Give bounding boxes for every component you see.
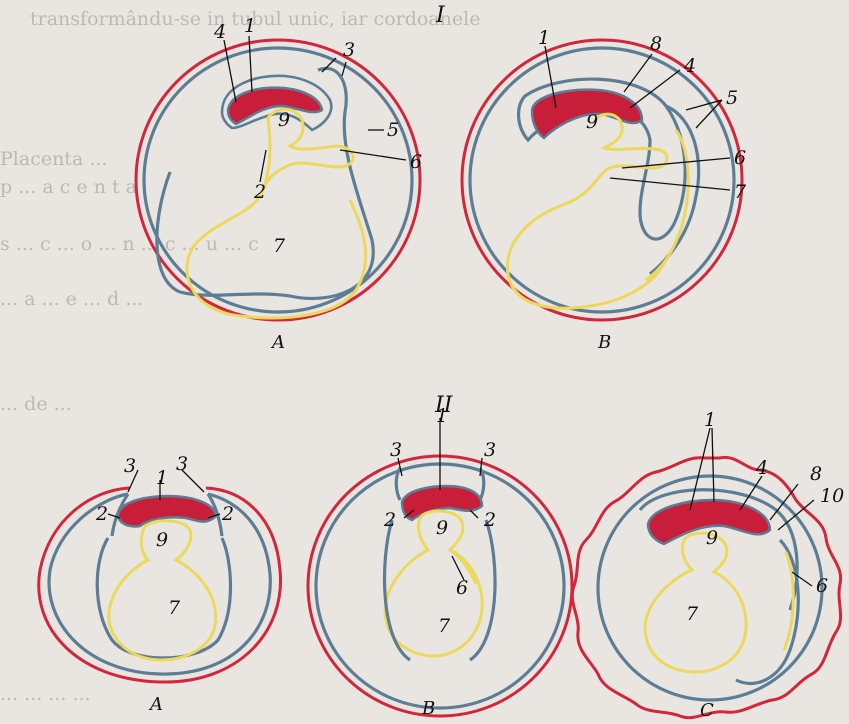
embryo-disc (228, 88, 322, 124)
label-9: 9 (156, 529, 168, 551)
label-9: 9 (436, 517, 448, 539)
allantois (784, 552, 793, 650)
label-7: 7 (438, 615, 451, 637)
label-6: 6 (816, 575, 828, 597)
label-8: 8 (650, 33, 662, 55)
label-6: 6 (734, 147, 746, 169)
bg-line-2: Placenta ... (0, 148, 107, 170)
label-2: 2 (95, 503, 108, 525)
bg-line-6: ... de ... (0, 393, 72, 415)
label-4: 4 (755, 457, 768, 479)
caption-top-b: B (597, 332, 611, 353)
label-9: 9 (706, 527, 718, 549)
label-1: 1 (704, 409, 716, 431)
figure-top-a (136, 40, 420, 320)
embryo-disc (402, 486, 482, 520)
label-9: 9 (586, 111, 598, 133)
caption-bottom-c: C (700, 700, 714, 721)
yolk-sac-outline (187, 109, 366, 318)
label-2: 2 (383, 509, 396, 531)
label-1: 1 (436, 405, 448, 427)
bg-line-7: ... ... ... ... (0, 683, 91, 705)
label-2: 2 (483, 509, 496, 531)
label-6: 6 (410, 151, 422, 173)
label-1: 1 (244, 15, 256, 37)
section-label-i: I (435, 3, 446, 28)
label-3: 3 (390, 439, 402, 461)
label-4: 4 (683, 55, 696, 77)
yolk-sac-outline (507, 114, 668, 308)
label-3: 3 (484, 439, 496, 461)
figure-bottom-c (572, 457, 840, 717)
label-9: 9 (278, 109, 290, 131)
label-1: 1 (538, 27, 550, 49)
bg-line-4: s ... c ... o ... n ... c ... u ... c (0, 233, 259, 255)
inner-boundary (385, 520, 496, 660)
label-3: 3 (124, 455, 136, 477)
label-5: 5 (726, 87, 738, 109)
figure-bottom-b (308, 456, 572, 716)
bg-line-3: p ... a c e n t a (0, 176, 137, 198)
label-10: 10 (820, 485, 844, 507)
chorion-villi (572, 457, 840, 717)
bg-line-5: ... a ... e ... d ... (0, 288, 143, 310)
figure-top-b (462, 40, 742, 320)
label-4: 4 (213, 21, 226, 43)
label-3: 3 (343, 39, 355, 61)
allantois-boundary (650, 106, 699, 274)
label-6: 6 (456, 577, 468, 599)
number-labels: 4 1 3 5 9 6 2 7 1 8 4 5 9 6 7 3 3 1 2 2 … (95, 15, 844, 637)
chorion-mesoderm (470, 48, 734, 312)
label-7: 7 (273, 235, 286, 257)
label-5: 5 (387, 119, 399, 141)
label-7: 7 (734, 181, 747, 203)
figure-bottom-a (39, 488, 281, 682)
label-1: 1 (156, 467, 168, 489)
label-2: 2 (221, 503, 234, 525)
label-7: 7 (686, 603, 699, 625)
caption-top-a: A (270, 332, 285, 353)
label-2: 2 (253, 181, 266, 203)
chorion-outer (136, 40, 420, 320)
label-3: 3 (176, 453, 188, 475)
label-8: 8 (810, 463, 822, 485)
label-7: 7 (168, 597, 181, 619)
caption-bottom-a: A (148, 694, 163, 715)
caption-bottom-b: B (421, 698, 435, 719)
